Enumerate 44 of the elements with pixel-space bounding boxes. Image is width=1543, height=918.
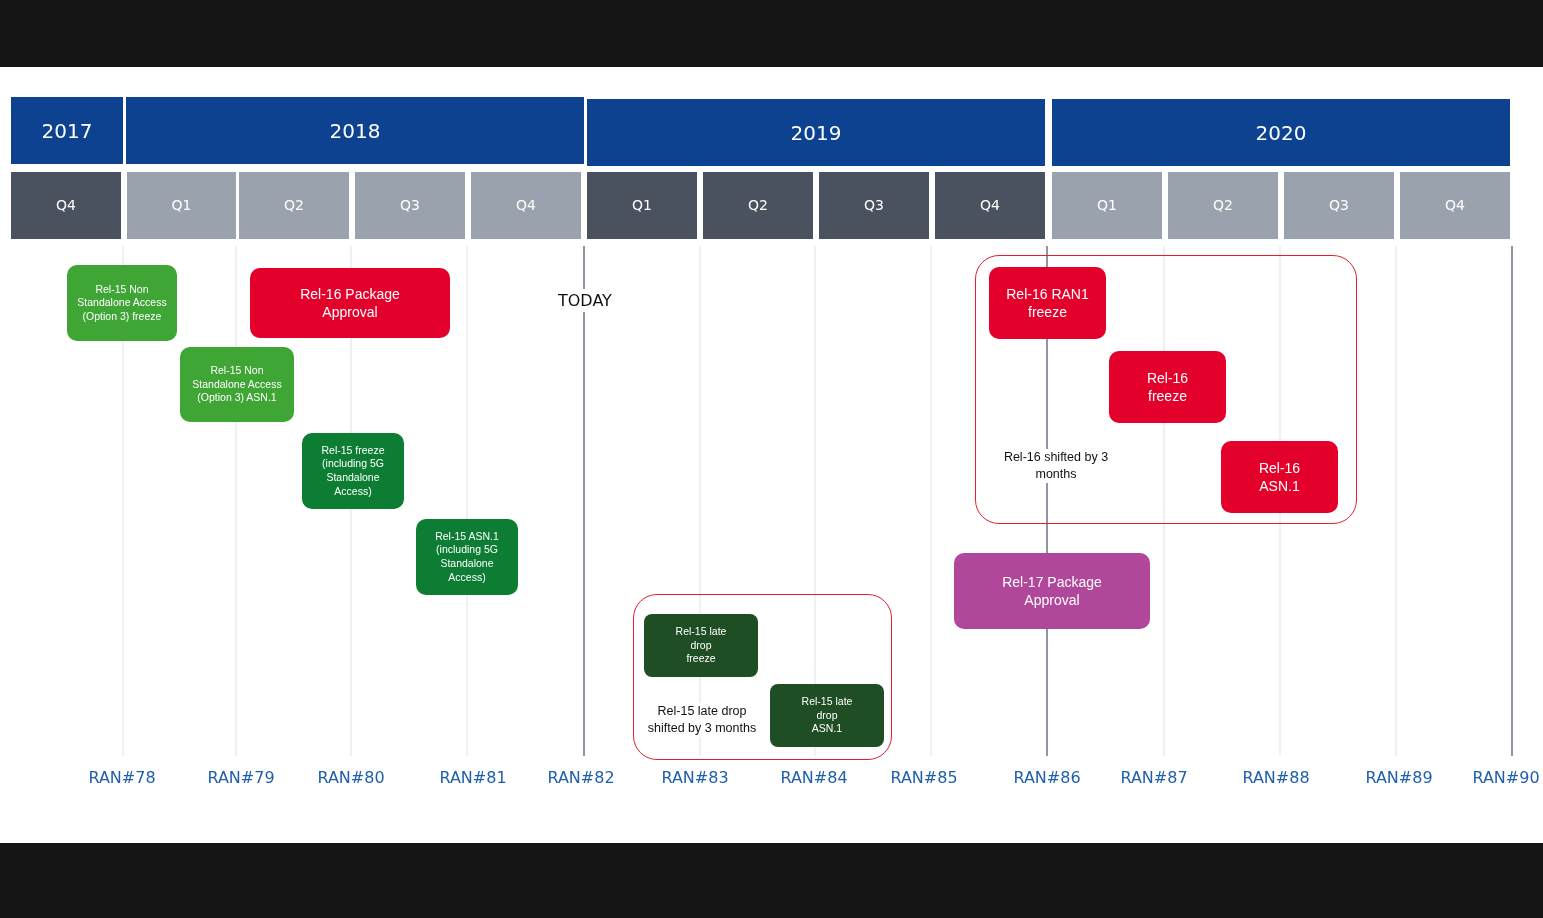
milestone-box: Rel-16 RAN1 freeze bbox=[989, 267, 1106, 339]
meeting-label: RAN#81 bbox=[439, 768, 507, 787]
today-marker-label: TODAY bbox=[558, 289, 612, 312]
meeting-label: RAN#86 bbox=[1013, 768, 1081, 787]
milestone-box: Rel-15 late drop ASN.1 bbox=[770, 684, 884, 747]
milestone-box: Rel-15 ASN.1 (including 5G Standalone Access) bbox=[416, 519, 518, 595]
year-bar: 2020 bbox=[1052, 99, 1510, 166]
quarter-cell: Q4 bbox=[935, 172, 1045, 239]
milestone-box: Rel-16 freeze bbox=[1109, 351, 1226, 423]
milestone-box: Rel-15 Non Standalone Access (Option 3) freeze bbox=[67, 265, 177, 341]
meeting-label: RAN#89 bbox=[1365, 768, 1433, 787]
milestone-box: Rel-16 Package Approval bbox=[250, 268, 450, 338]
quarter-cell: Q1 bbox=[1052, 172, 1162, 239]
year-bar: 2018 bbox=[126, 97, 584, 164]
quarter-cell: Q4 bbox=[11, 172, 121, 239]
milestone-box: Rel-15 Non Standalone Access (Option 3) ASN.1 bbox=[180, 347, 294, 422]
group-frame bbox=[975, 255, 1357, 524]
quarter-cell: Q2 bbox=[1168, 172, 1278, 239]
quarter-cell: Q1 bbox=[587, 172, 697, 239]
milestone-box: Rel-16 ASN.1 bbox=[1221, 441, 1338, 513]
meeting-label: RAN#80 bbox=[317, 768, 385, 787]
meeting-label: RAN#87 bbox=[1120, 768, 1188, 787]
quarter-cell: Q4 bbox=[1400, 172, 1510, 239]
quarter-cell: Q4 bbox=[471, 172, 581, 239]
milestone-box: Rel-17 Package Approval bbox=[954, 553, 1150, 629]
meeting-label: RAN#90 bbox=[1472, 768, 1540, 787]
meeting-label: RAN#83 bbox=[661, 768, 729, 787]
meeting-label: RAN#82 bbox=[547, 768, 615, 787]
quarter-cell: Q1 bbox=[127, 172, 236, 239]
quarter-cell: Q3 bbox=[819, 172, 929, 239]
quarter-cell: Q2 bbox=[239, 172, 349, 239]
meeting-label: RAN#79 bbox=[207, 768, 275, 787]
quarter-cell: Q3 bbox=[1284, 172, 1394, 239]
milestone-box: Rel-15 freeze (including 5G Standalone Access) bbox=[302, 433, 404, 509]
meeting-label: RAN#88 bbox=[1242, 768, 1310, 787]
group-frame bbox=[633, 594, 892, 760]
quarter-cell: Q3 bbox=[355, 172, 465, 239]
quarter-cell: Q2 bbox=[703, 172, 813, 239]
meeting-label: RAN#84 bbox=[780, 768, 848, 787]
year-bar: 2019 bbox=[587, 99, 1045, 166]
milestone-box: Rel-15 late drop freeze bbox=[644, 614, 758, 677]
year-bar: 2017 bbox=[11, 97, 123, 164]
meeting-label: RAN#78 bbox=[88, 768, 156, 787]
meeting-label: RAN#85 bbox=[890, 768, 958, 787]
